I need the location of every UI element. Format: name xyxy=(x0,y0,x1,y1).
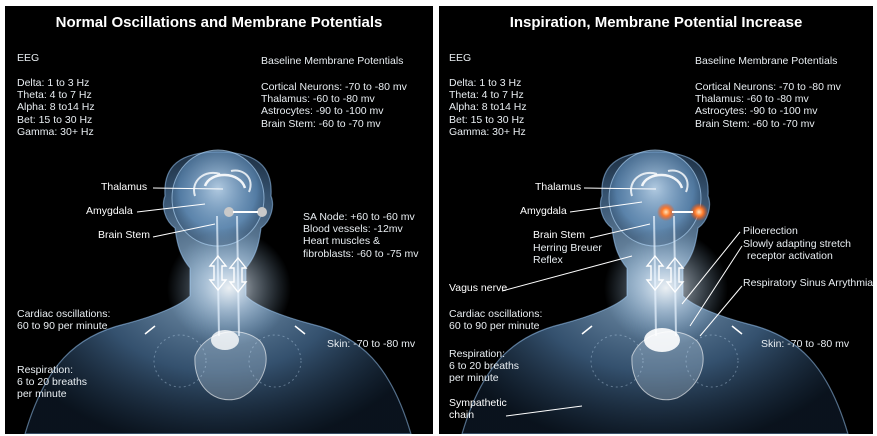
cardiac-line: 60 to 90 per minute xyxy=(449,320,542,332)
respiration-label: Respiration: 6 to 20 breaths per minute xyxy=(449,348,519,385)
sympathetic-line: Sympathetic xyxy=(449,397,507,409)
eeg-band: Alpha: 8 to14 Hz xyxy=(449,101,527,113)
stretch-receptor-label: Slowly adapting stretch receptor activat… xyxy=(743,238,851,262)
eeg-band: Gamma: 30+ Hz xyxy=(17,126,95,138)
normal-oscillations-panel: Normal Oscillations and Membrane Potenti… xyxy=(5,6,433,434)
eeg-band: Theta: 4 to 7 Hz xyxy=(449,89,527,101)
eeg-header: EEG xyxy=(449,52,471,64)
baseline-header: Baseline Membrane Potentials xyxy=(261,55,403,67)
baseline-item: Brain Stem: -60 to -70 mv xyxy=(261,118,407,130)
respiration-line: per minute xyxy=(449,372,519,384)
panel-title: Normal Oscillations and Membrane Potenti… xyxy=(5,14,433,31)
baseline-item: Cortical Neurons: -70 to -80 mv xyxy=(695,81,841,93)
sa-node-list: SA Node: +60 to -60 mv Blood vessels: -1… xyxy=(303,211,419,260)
baseline-item: Brain Stem: -60 to -70 mv xyxy=(695,118,841,130)
eeg-band: Theta: 4 to 7 Hz xyxy=(17,89,95,101)
herring-line: Reflex xyxy=(533,254,602,266)
cardiac-line: Cardiac oscillations: xyxy=(17,308,110,320)
stretch-line: Slowly adapting stretch xyxy=(743,238,851,250)
thalamus-label: Thalamus xyxy=(101,181,147,193)
panel-title: Inspiration, Membrane Potential Increase xyxy=(439,14,873,31)
skin-label: Skin: -70 to -80 mv xyxy=(761,338,849,350)
baseline-header: Baseline Membrane Potentials xyxy=(695,55,837,67)
sa-node-item: Blood vessels: -12mv xyxy=(303,223,419,235)
eeg-band-list: Delta: 1 to 3 Hz Theta: 4 to 7 Hz Alpha:… xyxy=(449,77,527,138)
herring-breuer-label: Herring Breuer Reflex xyxy=(533,242,602,266)
eeg-header: EEG xyxy=(17,52,39,64)
herring-line: Herring Breuer xyxy=(533,242,602,254)
amygdala-label: Amygdala xyxy=(86,205,133,217)
baseline-item: Thalamus: -60 to -80 mv xyxy=(695,93,841,105)
sa-node-item: SA Node: +60 to -60 mv xyxy=(303,211,419,223)
inspiration-panel: Inspiration, Membrane Potential Increase… xyxy=(439,6,873,434)
thalamus-label: Thalamus xyxy=(535,181,581,193)
respiration-label: Respiration: 6 to 20 breaths per minute xyxy=(17,364,87,401)
piloerection-label: Piloerection xyxy=(743,225,798,237)
eeg-band: Delta: 1 to 3 Hz xyxy=(449,77,527,89)
eeg-band: Bet: 15 to 30 Hz xyxy=(449,114,527,126)
baseline-item: Astrocytes: -90 to -100 mv xyxy=(695,105,841,117)
vagus-nerve-label: Vagus nerve xyxy=(449,282,507,294)
baseline-item: Astrocytes: -90 to -100 mv xyxy=(261,105,407,117)
respiration-line: 6 to 20 breaths xyxy=(17,376,87,388)
sa-node-item: fibroblasts: -60 to -75 mv xyxy=(303,248,419,260)
brain-stem-label: Brain Stem xyxy=(533,229,585,241)
brain-stem-label: Brain Stem xyxy=(98,229,150,241)
eeg-band: Delta: 1 to 3 Hz xyxy=(17,77,95,89)
baseline-list: Cortical Neurons: -70 to -80 mv Thalamus… xyxy=(695,81,841,130)
skin-label: Skin: -70 to -80 mv xyxy=(327,338,415,350)
baseline-list: Cortical Neurons: -70 to -80 mv Thalamus… xyxy=(261,81,407,130)
cardiac-line: 60 to 90 per minute xyxy=(17,320,110,332)
sympathetic-chain-label: Sympathetic chain xyxy=(449,397,507,421)
respiration-line: per minute xyxy=(17,388,87,400)
respiration-line: Respiration: xyxy=(449,348,519,360)
eeg-band: Bet: 15 to 30 Hz xyxy=(17,114,95,126)
respiration-line: 6 to 20 breaths xyxy=(449,360,519,372)
amygdala-label: Amygdala xyxy=(520,205,567,217)
stretch-line: receptor activation xyxy=(743,250,851,262)
cardiac-oscillations-label: Cardiac oscillations: 60 to 90 per minut… xyxy=(449,308,542,332)
cardiac-line: Cardiac oscillations: xyxy=(449,308,542,320)
baseline-item: Thalamus: -60 to -80 mv xyxy=(261,93,407,105)
baseline-item: Cortical Neurons: -70 to -80 mv xyxy=(261,81,407,93)
respiration-line: Respiration: xyxy=(17,364,87,376)
respiratory-sinus-arrythmia-label: Respiratory Sinus Arrythmia xyxy=(743,277,873,289)
sympathetic-line: chain xyxy=(449,409,507,421)
eeg-band-list: Delta: 1 to 3 Hz Theta: 4 to 7 Hz Alpha:… xyxy=(17,77,95,138)
sa-node-item: Heart muscles & xyxy=(303,235,419,247)
cardiac-oscillations-label: Cardiac oscillations: 60 to 90 per minut… xyxy=(17,308,110,332)
eeg-band: Gamma: 30+ Hz xyxy=(449,126,527,138)
eeg-band: Alpha: 8 to14 Hz xyxy=(17,101,95,113)
